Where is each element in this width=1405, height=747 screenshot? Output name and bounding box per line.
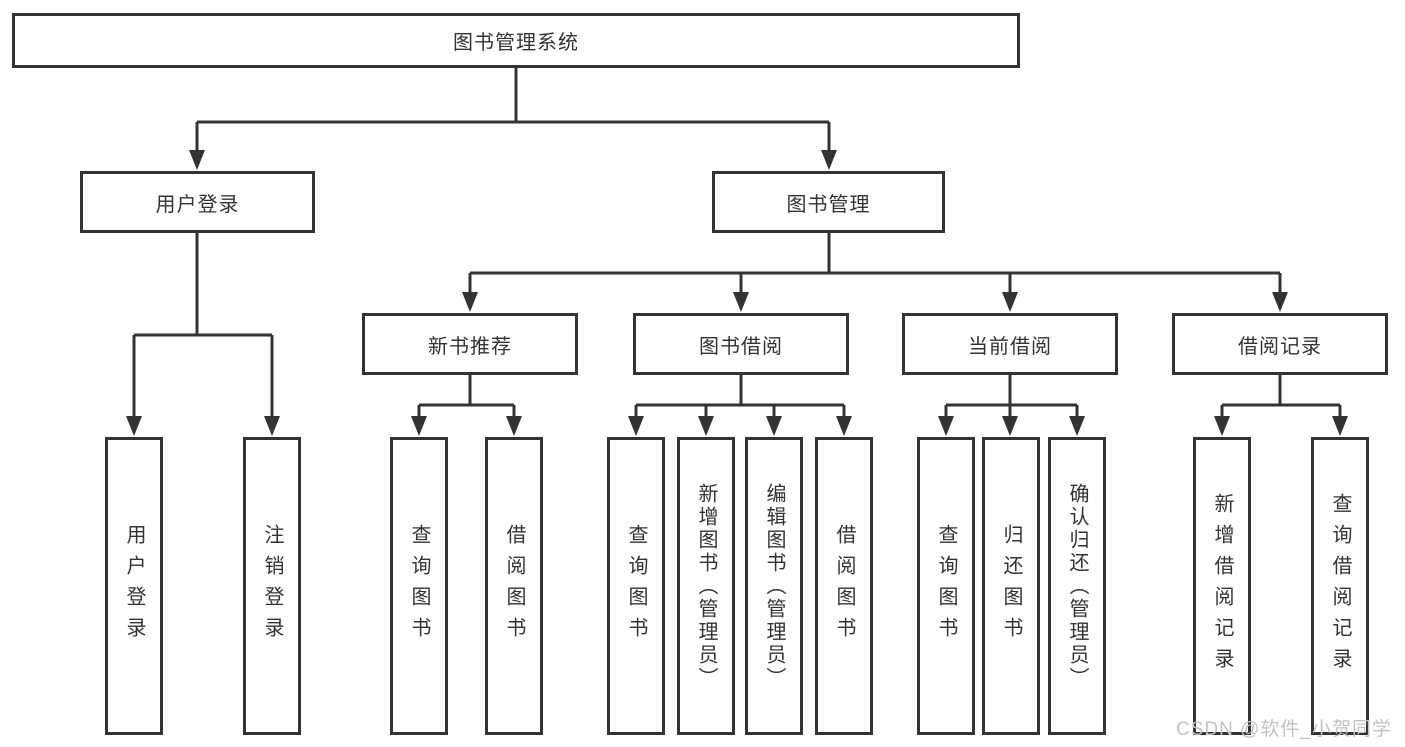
arrowhead-icon xyxy=(462,292,478,312)
node-root-label: 图书管理系统 xyxy=(453,32,579,54)
arrowhead-icon xyxy=(628,416,644,436)
leaf-logout: 注销登录 xyxy=(243,437,301,735)
leaf-borrow-book: 借阅图书 xyxy=(815,437,873,735)
node-label: 借阅记录 xyxy=(1238,335,1322,358)
arrowhead-icon xyxy=(1272,292,1288,312)
node-label: 图书管理 xyxy=(786,193,871,216)
leaf-label: 查询借阅记录 xyxy=(1329,493,1351,679)
arrowhead-icon xyxy=(1002,416,1018,436)
connector-new-book-split xyxy=(411,375,522,436)
node-label: 图书借阅 xyxy=(699,335,783,358)
leaf-return-book: 归还图书 xyxy=(982,437,1040,735)
leaf-label: 编辑图书（管理员） xyxy=(763,482,785,690)
arrowhead-icon xyxy=(264,416,280,436)
leaf-query-book-recommend: 查询图书 xyxy=(390,437,448,735)
node-label: 当前借阅 xyxy=(968,335,1052,358)
arrowhead-icon xyxy=(733,292,749,312)
node-new-book-recommend: 新书推荐 xyxy=(362,313,578,375)
arrowhead-icon xyxy=(1214,416,1230,436)
node-current-borrow: 当前借阅 xyxy=(902,313,1118,375)
arrowhead-icon xyxy=(836,416,852,436)
node-borrow-record: 借阅记录 xyxy=(1172,313,1388,375)
arrowhead-icon xyxy=(698,416,714,436)
connector-root-split xyxy=(189,68,837,170)
leaf-label: 借阅图书 xyxy=(503,524,525,648)
leaf-query-borrow-record: 查询借阅记录 xyxy=(1311,437,1369,735)
arrowhead-icon xyxy=(1002,292,1018,312)
node-label: 用户登录 xyxy=(155,193,240,216)
leaf-label: 新增图书（管理员） xyxy=(695,482,717,690)
leaf-label: 归还图书 xyxy=(1000,524,1022,648)
leaf-user-login: 用户登录 xyxy=(105,437,163,735)
leaf-confirm-return-admin: 确认归还（管理员） xyxy=(1048,437,1106,735)
node-root: 图书管理系统 xyxy=(12,13,1020,68)
connector-user-login-split xyxy=(126,233,280,436)
connector-current-borrow-split xyxy=(938,375,1085,436)
arrowhead-icon xyxy=(506,416,522,436)
arrowhead-icon xyxy=(938,416,954,436)
leaf-add-borrow-record: 新增借阅记录 xyxy=(1193,437,1251,735)
connector-borrow-record-split xyxy=(1214,375,1348,436)
arrowhead-icon xyxy=(126,416,142,436)
arrowhead-icon xyxy=(821,150,837,170)
leaf-add-book-admin: 新增图书（管理员） xyxy=(677,437,735,735)
leaf-label: 借阅图书 xyxy=(833,524,855,648)
leaf-label: 注销登录 xyxy=(261,524,283,648)
leaf-query-book-borrow: 查询图书 xyxy=(607,437,665,735)
leaf-borrow-book-recommend: 借阅图书 xyxy=(485,437,543,735)
arrowhead-icon xyxy=(411,416,427,436)
node-book-management: 图书管理 xyxy=(712,171,945,233)
arrowhead-icon xyxy=(189,150,205,170)
connector-book-management-split xyxy=(462,233,1288,312)
leaf-edit-book-admin: 编辑图书（管理员） xyxy=(745,437,803,735)
arrowhead-icon xyxy=(766,416,782,436)
node-label: 新书推荐 xyxy=(428,335,512,358)
leaf-label: 查询图书 xyxy=(625,524,647,648)
node-user-login: 用户登录 xyxy=(80,171,315,233)
leaf-label: 用户登录 xyxy=(123,524,145,648)
leaf-label: 新增借阅记录 xyxy=(1211,493,1233,679)
arrowhead-icon xyxy=(1069,416,1085,436)
leaf-query-book-current: 查询图书 xyxy=(917,437,975,735)
arrowhead-icon xyxy=(1332,416,1348,436)
leaf-label: 查询图书 xyxy=(408,524,430,648)
connector-book-borrow-split xyxy=(628,375,852,436)
leaf-label: 确认归还（管理员） xyxy=(1066,482,1088,690)
watermark-text: CSDN @软件_小贺同学 xyxy=(1176,719,1392,740)
leaf-label: 查询图书 xyxy=(935,524,957,648)
node-book-borrow: 图书借阅 xyxy=(633,313,849,375)
